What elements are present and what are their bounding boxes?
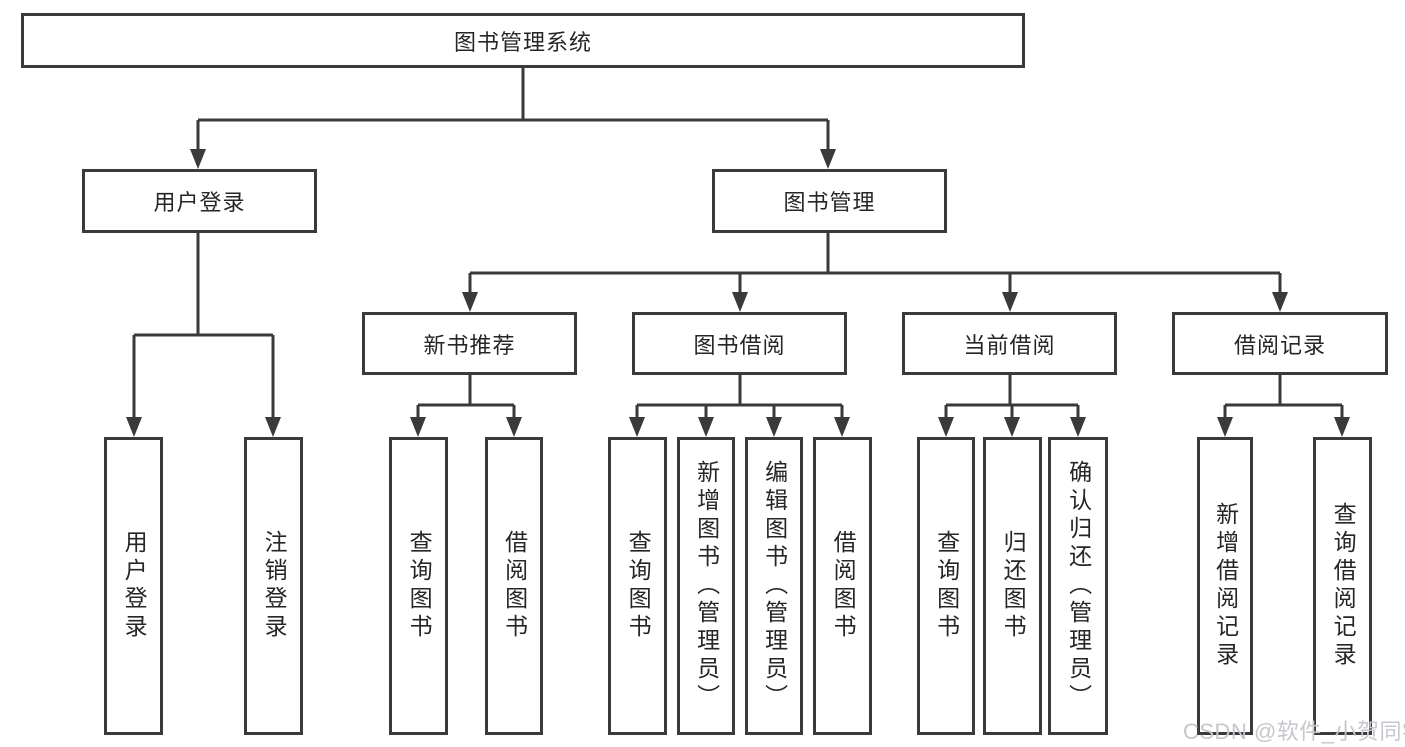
node-leaf-label: 借阅图书 (830, 530, 857, 642)
node-leaf-query-borrow-record: 查询借阅记录 (1313, 437, 1372, 735)
node-root-label: 图书管理系统 (453, 29, 592, 55)
node-leaf-label: 查询图书 (933, 530, 960, 642)
node-book-management: 图书管理 (712, 169, 947, 233)
node-leaf-label: 借阅图书 (501, 530, 528, 642)
watermark: CSDN @软件_小贺同学 (1183, 719, 1405, 744)
node-leaf-borrow-books: 借阅图书 (813, 437, 872, 735)
node-new-book-recommend-label: 新书推荐 (423, 332, 516, 358)
node-leaf-return-book: 归还图书 (983, 437, 1042, 735)
node-leaf-label: 确认归还（管理员） (1065, 460, 1092, 712)
node-leaf-label: 查询图书 (406, 530, 433, 642)
node-leaf-label: 查询图书 (625, 530, 652, 642)
node-current-borrow-label: 当前借阅 (963, 332, 1056, 358)
node-leaf-label: 查询借阅记录 (1330, 502, 1357, 670)
node-borrow-records-label: 借阅记录 (1233, 332, 1326, 358)
node-leaf-add-borrow-record: 新增借阅记录 (1197, 437, 1253, 735)
node-leaf-edit-book-admin: 编辑图书（管理员） (745, 437, 803, 735)
node-user-login-label: 用户登录 (153, 190, 246, 215)
node-leaf-label: 归还图书 (1000, 530, 1027, 642)
node-leaf-logout-label: 注销登录 (261, 530, 288, 642)
node-leaf-borrow-books-recommend: 借阅图书 (485, 437, 543, 735)
node-leaf-user-login: 用户登录 (104, 437, 163, 735)
node-leaf-query-books-current: 查询图书 (917, 437, 975, 735)
node-new-book-recommend: 新书推荐 (362, 312, 577, 375)
node-leaf-logout: 注销登录 (244, 437, 303, 735)
node-current-borrow: 当前借阅 (902, 312, 1117, 375)
node-leaf-label: 新增图书（管理员） (693, 460, 720, 712)
node-book-borrow-label: 图书借阅 (693, 332, 786, 358)
node-leaf-add-book-admin: 新增图书（管理员） (677, 437, 735, 735)
node-user-login: 用户登录 (82, 169, 317, 233)
arrowheads (126, 149, 1350, 437)
node-leaf-label: 新增借阅记录 (1212, 502, 1239, 670)
node-leaf-confirm-return-admin: 确认归还（管理员） (1048, 437, 1108, 735)
node-leaf-user-login-label: 用户登录 (121, 530, 148, 642)
node-book-management-label: 图书管理 (783, 190, 876, 215)
node-leaf-label: 编辑图书（管理员） (761, 460, 788, 712)
node-book-borrow: 图书借阅 (632, 312, 847, 375)
node-leaf-query-books-recommend: 查询图书 (389, 437, 448, 735)
node-leaf-query-books-borrow: 查询图书 (608, 437, 667, 735)
node-borrow-records: 借阅记录 (1172, 312, 1388, 375)
node-root: 图书管理系统 (21, 13, 1025, 68)
